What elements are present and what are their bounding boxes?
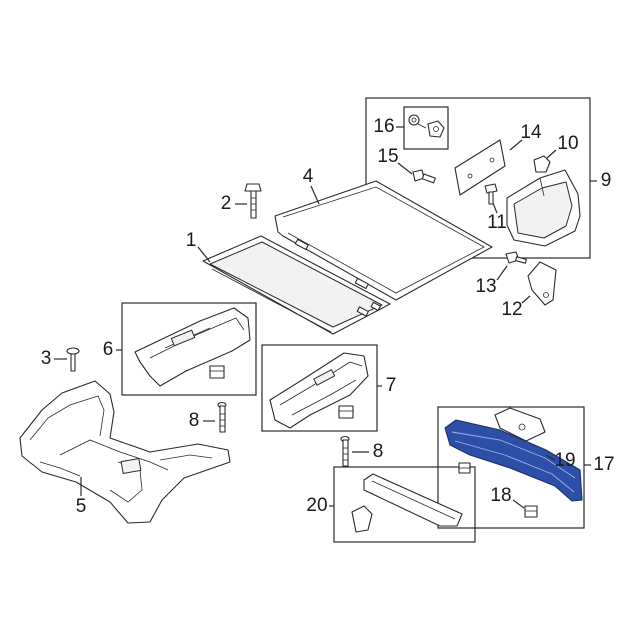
part-18-clip-secondary <box>458 462 471 474</box>
part-8-fastener-right <box>340 435 350 467</box>
callout-11: 11 <box>487 212 507 233</box>
callout-3: 3 <box>41 348 52 369</box>
part-8-fastener-left <box>217 401 227 433</box>
part-13-screw <box>505 251 527 264</box>
leader-lines <box>54 126 597 509</box>
callout-15: 15 <box>377 146 398 167</box>
callout-1: 1 <box>186 230 197 251</box>
part-7-bracket <box>269 352 369 429</box>
part-9-bin <box>506 169 581 247</box>
part-19-sill-plate <box>444 419 583 502</box>
callout-16: 16 <box>373 116 394 137</box>
part-10-clip <box>533 155 551 173</box>
callout-4: 4 <box>303 166 314 187</box>
part-12-bracket <box>527 261 557 306</box>
callout-9: 9 <box>601 170 612 191</box>
part-5-tray <box>19 380 231 524</box>
callout-13: 13 <box>475 276 496 297</box>
callout-6: 6 <box>103 339 114 360</box>
group-frame-17 <box>437 406 585 529</box>
callout-19: 19 <box>554 450 575 471</box>
part-18-clip <box>524 505 538 518</box>
part-16-fastener-set <box>408 114 445 138</box>
part-17-cover <box>494 407 546 442</box>
group-frame-9 <box>365 97 591 259</box>
callout-18: 18 <box>490 485 511 506</box>
group-frame-20 <box>333 466 476 543</box>
callout-5: 5 <box>76 496 87 517</box>
callout-8-right: 8 <box>373 441 384 462</box>
callout-20: 20 <box>306 495 327 516</box>
group-frame-6 <box>121 302 257 396</box>
part-15-screw <box>412 169 436 184</box>
part-1-board <box>202 235 391 335</box>
part-11-screw <box>484 183 498 205</box>
part-14-plate <box>454 139 506 196</box>
part-20-rail <box>351 473 463 533</box>
part-4-floor-panel <box>274 180 493 301</box>
callout-17: 17 <box>593 454 614 475</box>
part-3-screw <box>66 347 80 372</box>
group-frame-16 <box>403 106 449 150</box>
callout-2: 2 <box>221 193 232 214</box>
callout-10: 10 <box>557 133 578 154</box>
part-6-bracket <box>134 307 251 387</box>
callout-7: 7 <box>386 375 397 396</box>
callout-14: 14 <box>520 122 542 143</box>
part-2-bolt <box>244 183 262 219</box>
callout-12: 12 <box>501 299 522 320</box>
group-frame-7 <box>261 344 378 432</box>
callout-8-left: 8 <box>189 410 200 431</box>
